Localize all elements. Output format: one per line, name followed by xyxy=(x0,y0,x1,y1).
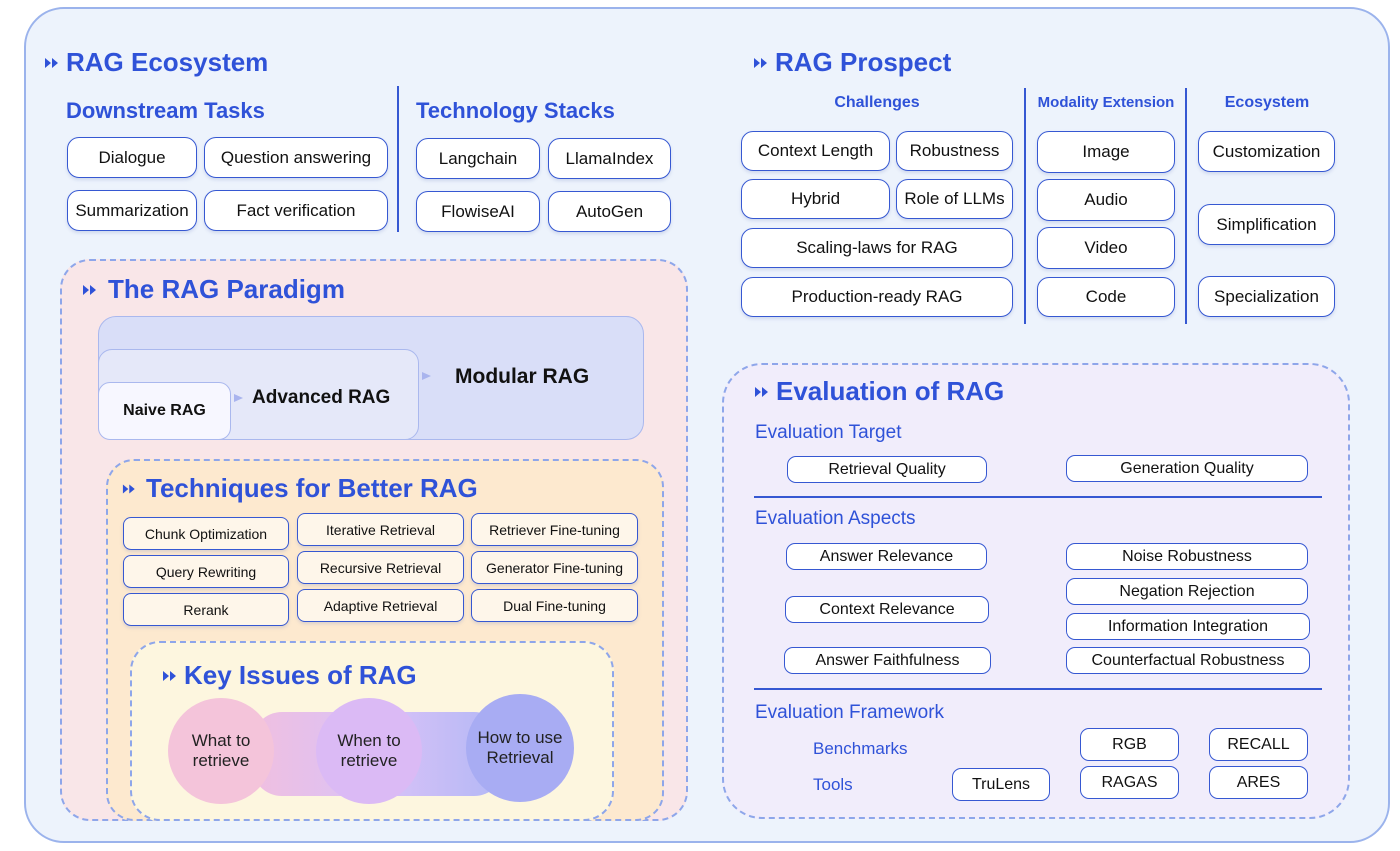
double-chevron-icon xyxy=(163,670,176,681)
challenges-title: Challenges xyxy=(834,94,920,111)
key-issue-line: retrieve xyxy=(192,751,250,770)
evaluation-aspects-title: Evaluation Aspects xyxy=(755,508,916,529)
modality-pill: Image xyxy=(1037,131,1175,173)
prospect-ecosystem-title: Ecosystem xyxy=(1224,94,1310,111)
technique-pill: Adaptive Retrieval xyxy=(297,589,464,622)
ecosystem-prospect-pill: Specialization xyxy=(1198,276,1335,317)
evaluation-aspect-pill: Answer Relevance xyxy=(786,543,987,570)
benchmark-pill: RECALL xyxy=(1209,728,1308,761)
evaluation-aspect-pill: Answer Faithfulness xyxy=(784,647,991,674)
technique-pill: Retriever Fine-tuning xyxy=(471,513,638,546)
rag-prospect-title: RAG Prospect xyxy=(753,47,951,78)
rag-ecosystem-title: RAG Ecosystem xyxy=(44,47,268,78)
key-issues-title-text: Key Issues of RAG xyxy=(184,660,417,690)
rag-paradigm-title-text: The RAG Paradigm xyxy=(108,274,345,304)
challenge-pill: Context Length xyxy=(741,131,890,171)
ecosystem-divider xyxy=(397,86,399,232)
advanced-rag-label: Advanced RAG xyxy=(252,387,391,408)
evaluation-target-pill: Generation Quality xyxy=(1066,455,1308,482)
evaluation-aspect-pill: Counterfactual Robustness xyxy=(1066,647,1310,674)
modality-extension-title: Modality Extension xyxy=(1037,94,1175,111)
downstream-task-pill: Question answering xyxy=(204,137,388,178)
evaluation-framework-title: Evaluation Framework xyxy=(755,702,945,723)
evaluation-divider xyxy=(754,496,1322,498)
evaluation-title: Evaluation of RAG xyxy=(754,376,1004,407)
downstream-tasks-title: Downstream Tasks xyxy=(66,98,265,123)
technique-pill: Iterative Retrieval xyxy=(297,513,464,546)
rag-ecosystem-title-text: RAG Ecosystem xyxy=(66,47,269,77)
prospect-divider xyxy=(1185,88,1187,324)
benchmark-pill: RGB xyxy=(1080,728,1179,761)
technique-pill: Generator Fine-tuning xyxy=(471,551,638,584)
challenge-pill: Hybrid xyxy=(741,179,890,219)
modality-pill: Audio xyxy=(1037,179,1175,221)
technique-pill: Query Rewriting xyxy=(123,555,289,588)
technique-pill: Dual Fine-tuning xyxy=(471,589,638,622)
challenge-pill: Production-ready RAG xyxy=(741,277,1013,317)
benchmarks-label: Benchmarks xyxy=(813,739,908,758)
ecosystem-prospect-pill: Customization xyxy=(1198,131,1335,172)
rag-paradigm-title: The RAG Paradigm xyxy=(82,274,345,305)
techniques-title-text: Techniques for Better RAG xyxy=(146,473,478,503)
arrow-right-icon xyxy=(234,394,243,402)
tool-pill: TruLens xyxy=(952,768,1050,801)
key-issue-line: What to xyxy=(191,731,251,750)
key-issue-line: How to use xyxy=(477,728,563,747)
evaluation-aspect-pill: Noise Robustness xyxy=(1066,543,1308,570)
evaluation-aspect-pill: Negation Rejection xyxy=(1066,578,1308,605)
downstream-task-pill: Dialogue xyxy=(67,137,197,178)
technique-pill: Chunk Optimization xyxy=(123,517,289,550)
challenge-pill: Scaling-laws for RAG xyxy=(741,228,1013,268)
evaluation-divider xyxy=(754,688,1322,690)
evaluation-title-text: Evaluation of RAG xyxy=(776,376,1005,406)
evaluation-target-pill: Retrieval Quality xyxy=(787,456,987,483)
tool-pill: ARES xyxy=(1209,766,1308,799)
downstream-task-pill: Fact verification xyxy=(204,190,388,231)
ecosystem-prospect-pill: Simplification xyxy=(1198,204,1335,245)
techniques-title: Techniques for Better RAG xyxy=(122,473,478,504)
technique-pill: Rerank xyxy=(123,593,289,626)
double-chevron-icon xyxy=(122,483,135,494)
technique-pill: Recursive Retrieval xyxy=(297,551,464,584)
modality-pill: Code xyxy=(1037,277,1175,317)
key-issue-line: retrieve xyxy=(340,751,398,770)
tool-pill: RAGAS xyxy=(1080,766,1179,799)
double-chevron-icon xyxy=(754,57,767,68)
challenge-pill: Robustness xyxy=(896,131,1013,171)
double-chevron-icon xyxy=(83,284,96,295)
evaluation-target-title: Evaluation Target xyxy=(755,422,902,443)
double-chevron-icon xyxy=(755,386,768,397)
tech-stack-pill: Langchain xyxy=(416,138,540,179)
prospect-divider xyxy=(1024,88,1026,324)
rag-prospect-title-text: RAG Prospect xyxy=(775,47,952,77)
downstream-task-pill: Summarization xyxy=(67,190,197,231)
key-issue-line: When to xyxy=(337,731,401,750)
modality-pill: Video xyxy=(1037,227,1175,269)
key-issues-title: Key Issues of RAG xyxy=(162,660,417,691)
naive-rag-box: Naive RAG xyxy=(98,382,231,440)
evaluation-aspect-pill: Information Integration xyxy=(1066,613,1310,640)
tech-stack-pill: AutoGen xyxy=(548,191,671,232)
tech-stack-pill: LlamaIndex xyxy=(548,138,671,179)
challenge-pill: Role of LLMs xyxy=(896,179,1013,219)
naive-rag-label: Naive RAG xyxy=(123,402,206,419)
key-issue-line: Retrieval xyxy=(486,748,554,767)
modular-rag-label: Modular RAG xyxy=(455,365,590,388)
tools-label: Tools xyxy=(813,775,853,794)
arrow-right-icon xyxy=(422,372,431,380)
tech-stack-pill: FlowiseAI xyxy=(416,191,540,232)
double-chevron-icon xyxy=(45,57,58,68)
evaluation-aspect-pill: Context Relevance xyxy=(785,596,989,623)
technology-stacks-title: Technology Stacks xyxy=(416,98,615,123)
